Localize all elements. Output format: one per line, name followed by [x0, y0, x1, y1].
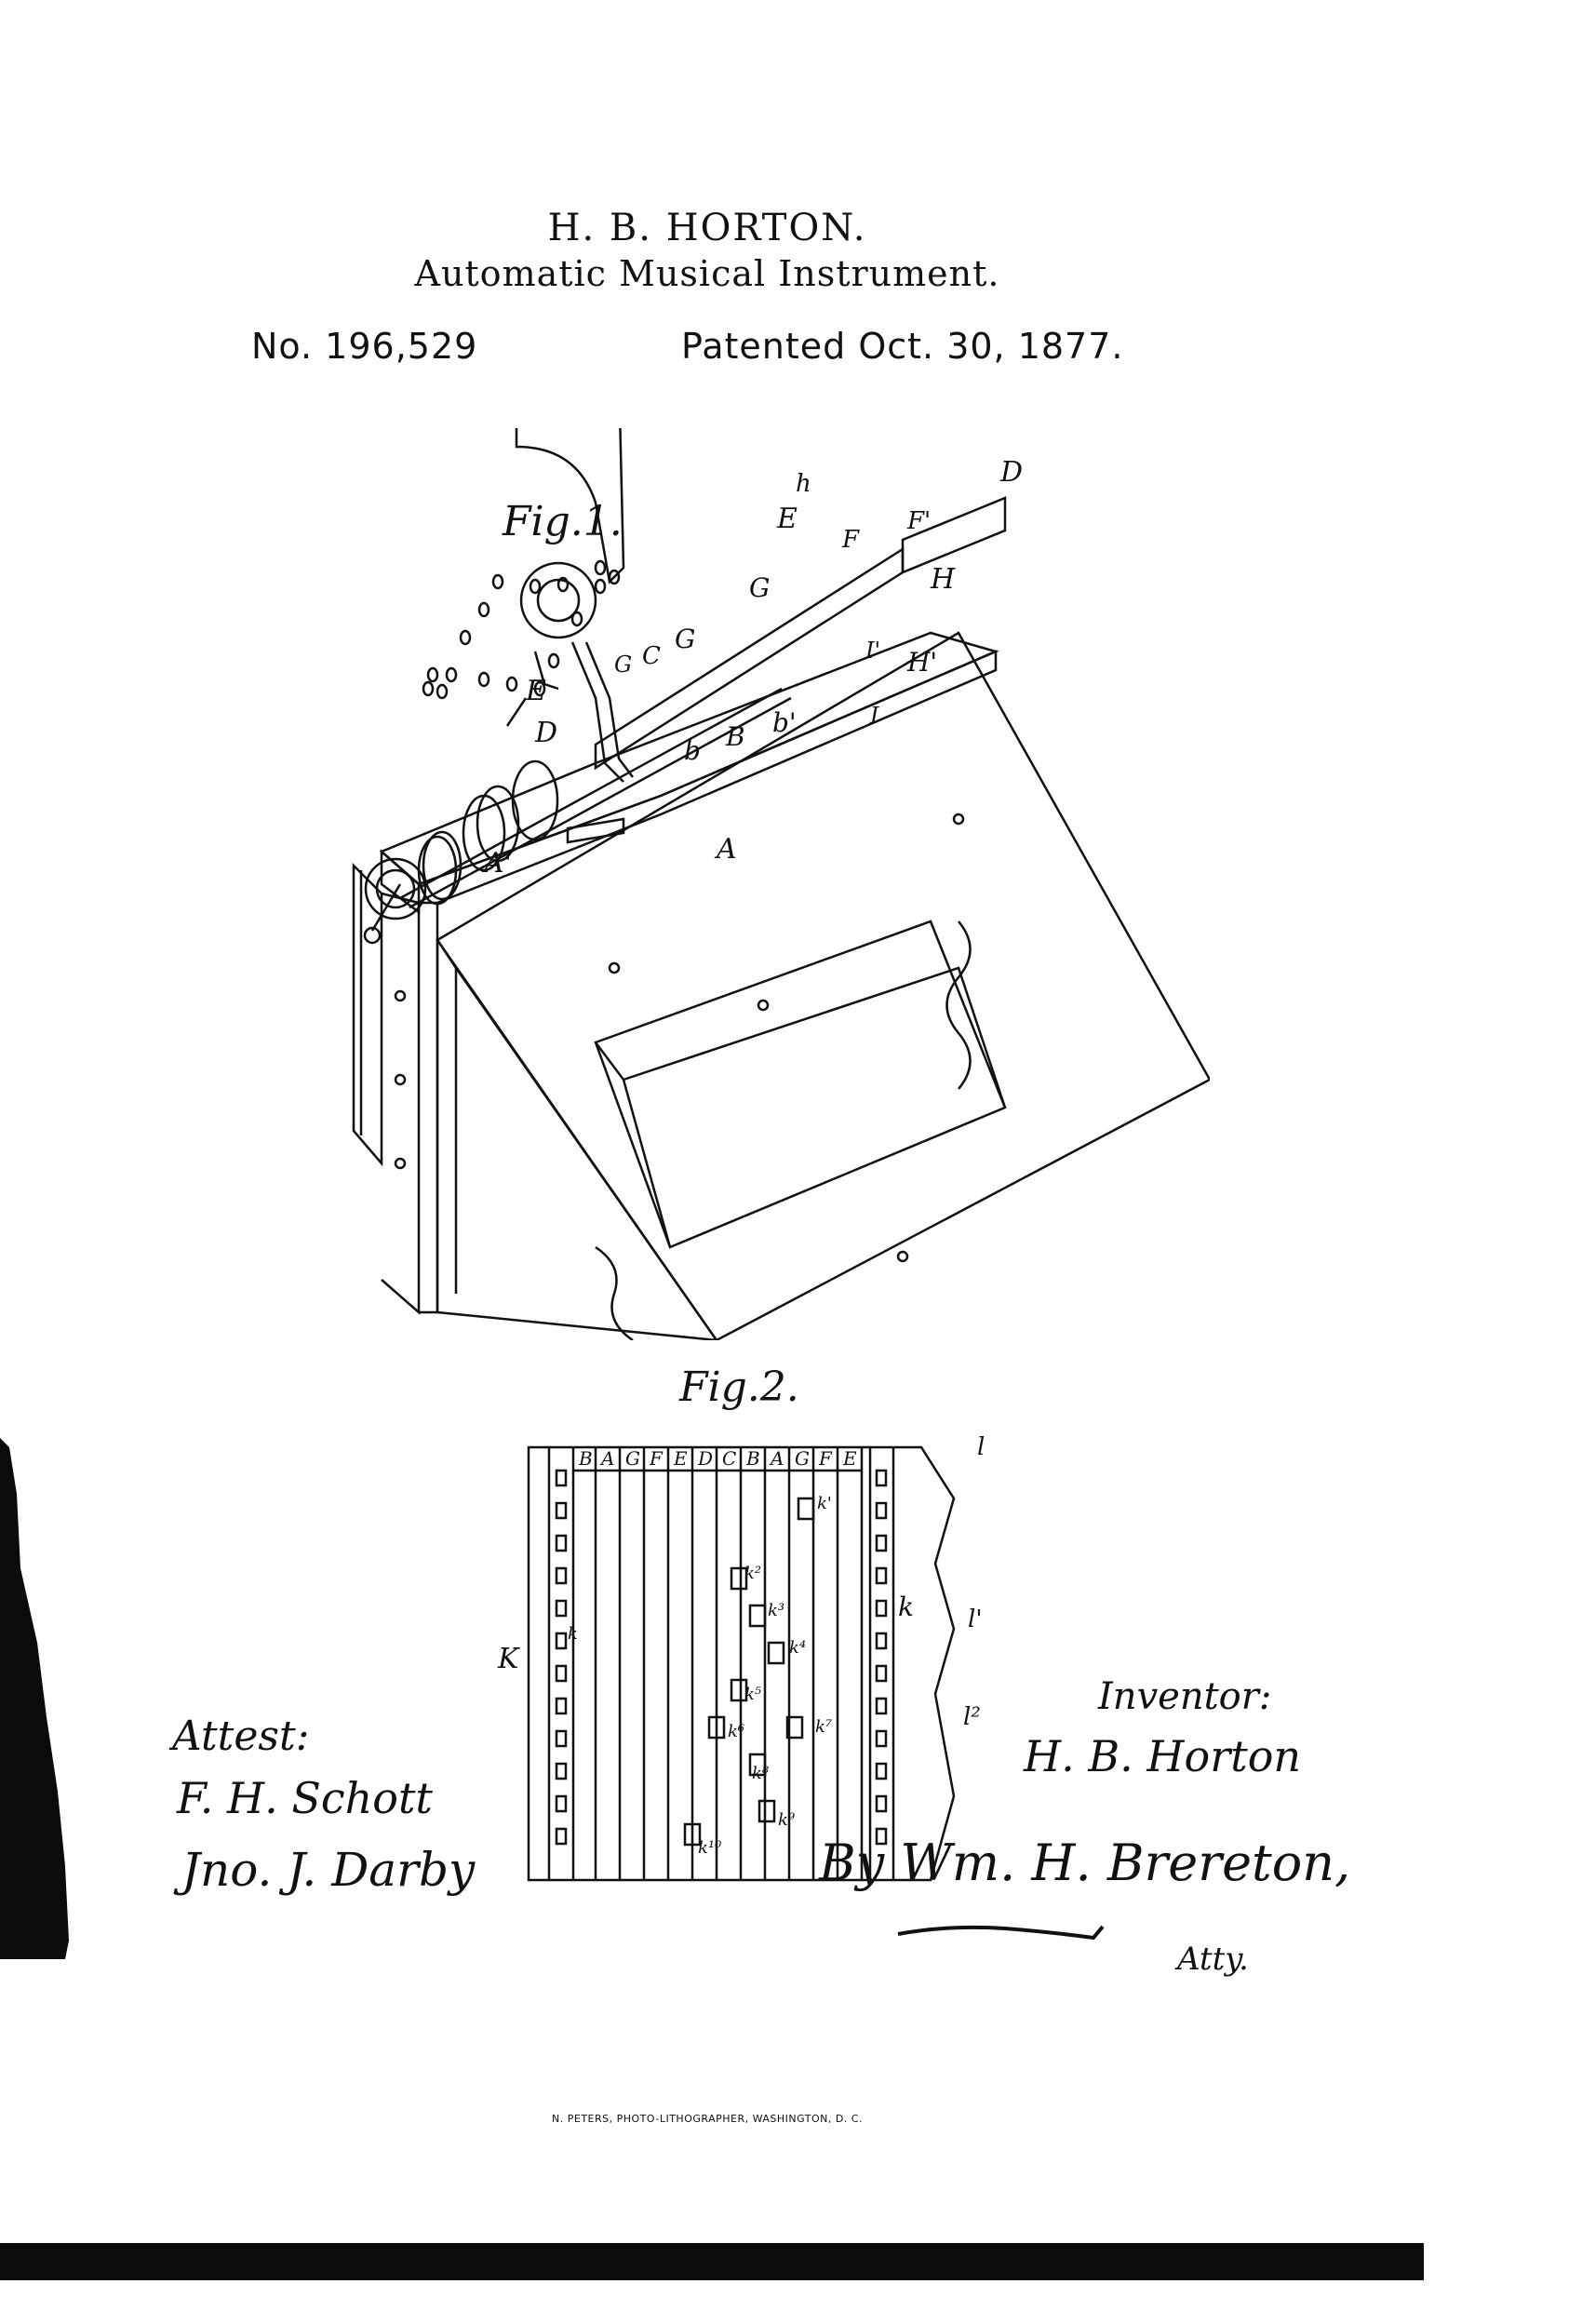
fig2-letter-l-prime: l': [968, 1605, 983, 1633]
attorney-signature: By Wm. H. Brereton,: [819, 1834, 1351, 1892]
fig1-letter-C: C: [642, 642, 661, 670]
fig2-note-B: B: [746, 1447, 760, 1470]
fig1-letter-I-prime: I': [865, 638, 881, 664]
attorney-flourish: [897, 1925, 1105, 1941]
patent-inventor-header: H. B. HORTON.: [547, 207, 867, 249]
fig2-letter-l-squared: l²: [963, 1703, 981, 1731]
fig1-letter-A-prime: A': [484, 847, 512, 880]
fig2-letter-k2: k²: [744, 1564, 762, 1583]
fig2-letter-k9: k⁹: [778, 1810, 796, 1830]
fig1-letter-E: E: [777, 503, 798, 535]
patent-date: Patented Oct. 30, 1877.: [681, 326, 1124, 367]
fig2-note-C: C: [722, 1447, 737, 1470]
patent-number: No. 196,529: [251, 326, 478, 367]
scan-edge-mark: [0, 1438, 69, 1959]
inventor-signature: H. B. Horton: [1024, 1731, 1302, 1781]
fig2-letter-l: l: [977, 1433, 985, 1461]
fig1-letter-h: h: [796, 470, 811, 498]
fig1-letter-b: b: [684, 735, 701, 766]
attorney-label: Atty.: [1177, 1941, 1249, 1978]
fig2-note-G: G: [795, 1447, 810, 1470]
fig2-note-E: E: [674, 1447, 688, 1470]
fig2-note-A: A: [771, 1447, 784, 1470]
fig1-letter-G: G: [614, 652, 633, 678]
fig2-note-G: G: [625, 1447, 640, 1470]
fig2-letter-k5: k⁵: [744, 1685, 762, 1704]
figure-2-label: Fig.2.: [679, 1364, 799, 1411]
fig2-note-F: F: [650, 1447, 663, 1470]
attest-label: Attest:: [172, 1713, 310, 1760]
fig2-letter-K: K: [498, 1643, 519, 1675]
fig1-letter-D: D: [1000, 456, 1024, 489]
scan-bottom-bar: [0, 2243, 1424, 2280]
fig1-letter-E: E: [526, 675, 546, 707]
printer-credit: N. PETERS, PHOTO-LITHOGRAPHER, WASHINGTO…: [552, 2113, 863, 2125]
witness-signature-1: F. H. Schott: [177, 1773, 433, 1823]
fig2-letter-k10: k¹⁰: [698, 1838, 722, 1858]
fig1-letter-F-prime: F': [907, 507, 932, 535]
fig2-letter-k6: k⁶: [728, 1722, 745, 1741]
fig1-letter-D: D: [535, 717, 558, 749]
fig1-letter-G: G: [749, 572, 771, 603]
fig1-letter-F: F: [842, 526, 860, 554]
fig2-note-D: D: [698, 1447, 714, 1470]
figure-1-drawing: [352, 428, 1210, 1340]
witness-signature-2: Jno. J. Darby: [181, 1843, 476, 1897]
fig2-letter-k: k: [568, 1624, 578, 1644]
fig2-note-E: E: [843, 1447, 857, 1470]
fig2-note-F: F: [819, 1447, 832, 1470]
fig2-letter-k8: k⁸: [752, 1764, 770, 1783]
fig2-letter-k7: k⁷: [815, 1717, 833, 1737]
inventor-label: Inventor:: [1098, 1675, 1272, 1718]
fig1-letter-G: G: [675, 624, 696, 654]
fig1-letter-A: A: [717, 833, 737, 866]
fig1-letter-B: B: [726, 721, 745, 752]
fig2-letter-k1: k': [817, 1494, 832, 1513]
fig2-note-B: B: [579, 1447, 593, 1470]
figure-2-drawing: [527, 1445, 956, 1882]
fig1-letter-H: H: [931, 563, 956, 596]
fig1-letter-b-prime: b': [772, 707, 797, 738]
figure-1-label: Fig.1.: [503, 498, 623, 545]
fig1-letter-H-prime: H': [907, 647, 938, 678]
fig2-note-A: A: [601, 1447, 615, 1470]
fig2-letter-k-right: k: [898, 1592, 914, 1622]
fig2-letter-k4: k⁴: [789, 1638, 807, 1658]
fig2-letter-k3: k³: [768, 1601, 785, 1620]
fig1-letter-I: I: [870, 703, 879, 729]
patent-title: Automatic Musical Instrument.: [414, 253, 1000, 294]
